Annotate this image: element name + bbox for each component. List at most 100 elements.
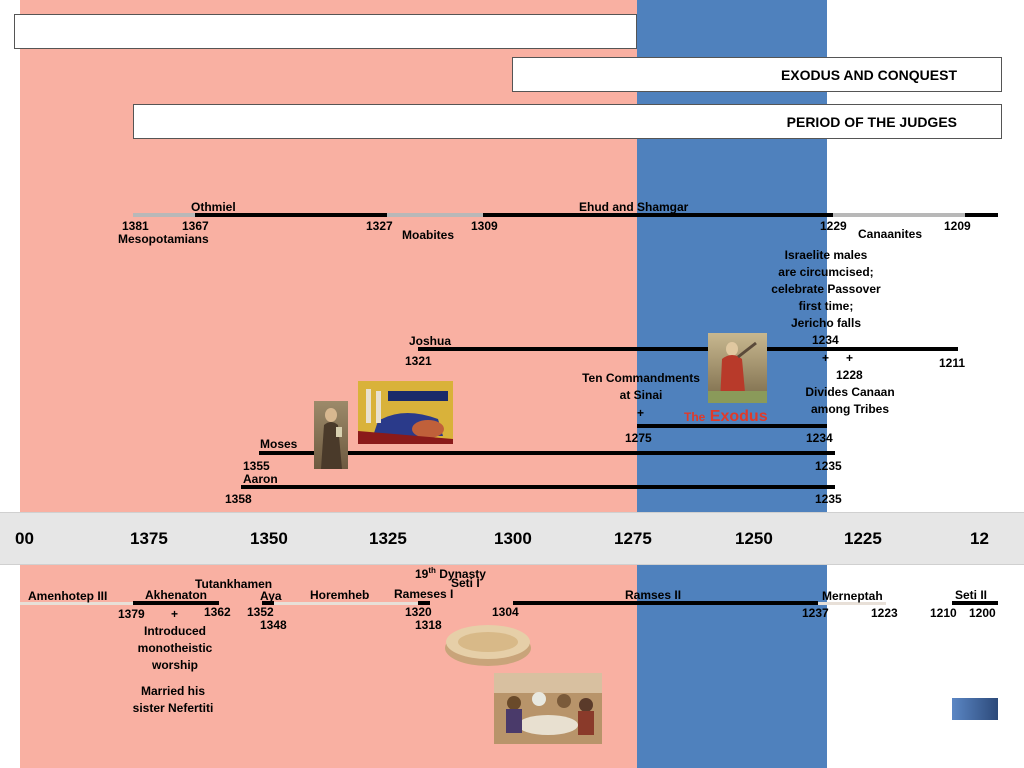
joshua-bar [418,347,958,351]
year-1352: 1352 [247,605,274,619]
othmiel-label: Othmiel [191,200,236,214]
exodus-conquest-label: EXODUS AND CONQUEST [780,66,957,83]
ramses-ii-bar [513,601,818,605]
plus-sinai: + [637,406,645,420]
axis-tick-8: 12 [970,529,989,548]
year-1304: 1304 [492,605,519,619]
mesopotamians-label: Mesopotamians [118,232,209,246]
bread-icon [445,625,531,666]
dynasty-label: 19th Dynasty [415,566,486,581]
plus-1234: + [822,351,830,365]
aaron-bar [241,485,835,489]
exodus-conquest-banner: EXODUS AND CONQUEST [512,57,1002,92]
exodus-painting-image [708,333,767,403]
corner-blue-block [952,698,998,720]
year-1358: 1358 [225,492,252,506]
nefertiti-note: Married his sister Nefertiti [132,684,214,715]
ehud-shamgar-bar [483,213,833,217]
axis-tick-5: 1275 [614,529,652,548]
exodus-title: The Exodus [684,408,768,425]
top-banner [14,14,637,49]
year-1229: 1229 [820,219,847,233]
year-1237: 1237 [802,606,829,620]
rameses-i-label: Rameses I [394,587,454,601]
year-1228: 1228 [836,368,863,382]
axis-tick-0: 00 [15,529,34,548]
plus-1228: + [846,351,854,365]
seti-i-label: Seti I [451,576,480,590]
ten-commandments-note: Ten Commandments at Sinai [582,371,700,402]
year-1348: 1348 [260,618,287,632]
canaanites-bar [833,213,965,217]
exodus-bar [637,424,827,428]
moses-figure-icon [321,408,342,469]
year-1327: 1327 [366,219,393,233]
moses-label: Moses [260,437,298,451]
akhenaton-bar [133,601,219,605]
meal-scene-icon [494,673,602,744]
matzah-bread-image [443,620,533,668]
akhenaton-label: Akhenaton [145,588,208,602]
moses-portrait-image [314,401,348,469]
canaanites-label: Canaanites [858,227,923,241]
exodus-figure-icon [708,341,767,403]
year-1209: 1209 [944,219,971,233]
timeline-axis: 00 1375 1350 1325 1300 1275 1250 1225 12 [0,512,1024,565]
aya-label: Aya [260,589,282,603]
horemheb-bar [274,602,418,605]
axis-tick-4: 1300 [494,529,532,548]
year-1210: 1210 [930,606,957,620]
year-1379: 1379 [118,607,145,621]
year-1200: 1200 [969,606,996,620]
seti-ii-bar [952,601,998,605]
merneptah-label: Merneptah [822,589,883,603]
judges-banner: PERIOD OF THE JUDGES [133,104,1002,139]
plus-akhenaton: + [171,607,179,621]
deborah-bar [965,213,998,217]
year-1381: 1381 [122,219,149,233]
joshua-label: Joshua [409,334,452,348]
amenhotep-label: Amenhotep III [28,589,108,603]
merneptah-bar [818,602,886,605]
year-1235-moses: 1235 [815,459,842,473]
israelite-note: Israelite males are circumcised; celebra… [771,248,881,330]
ehud-shamgar-label: Ehud and Shamgar [579,200,689,214]
tutankhamen-label: Tutankhamen [195,577,273,591]
monotheism-note: Introduced monotheistic worship [137,624,213,672]
year-1309: 1309 [471,219,498,233]
divides-canaan-note: Divides Canaan among Tribes [805,385,895,416]
shabbat-candles-icon [358,381,453,444]
year-1234-joshua: 1234 [812,333,839,347]
othmiel-bar [195,213,387,217]
passover-meal-image [494,673,602,744]
year-1362: 1362 [204,605,231,619]
aaron-label: Aaron [243,472,278,486]
year-1320: 1320 [405,605,432,619]
seti-ii-label: Seti II [955,588,988,602]
moabites-label: Moabites [402,228,455,242]
axis-tick-7: 1225 [844,529,882,548]
year-1318: 1318 [415,618,442,632]
aya-bar [262,601,274,605]
year-1235-aaron: 1235 [815,492,842,506]
year-1355: 1355 [243,459,270,473]
ramses-ii-label: Ramses II [625,588,682,602]
shabbat-table-image [358,381,453,444]
year-1367: 1367 [182,219,209,233]
year-1223: 1223 [871,606,898,620]
judges-label: PERIOD OF THE JUDGES [786,113,957,130]
mesopotamians-bar [133,213,195,217]
moses-bar [259,451,835,455]
axis-tick-3: 1325 [369,529,407,548]
moabites-bar [387,213,483,217]
year-1234-exodus: 1234 [806,431,833,445]
rameses-i-bar [418,601,430,605]
axis-tick-2: 1350 [250,529,288,548]
axis-tick-1: 1375 [130,529,168,548]
year-1275: 1275 [625,431,652,445]
axis-tick-6: 1250 [735,529,773,548]
horemheb-label: Horemheb [310,588,370,602]
year-1211: 1211 [939,356,966,370]
year-1321: 1321 [405,354,432,368]
amenhotep-bar [20,602,133,605]
